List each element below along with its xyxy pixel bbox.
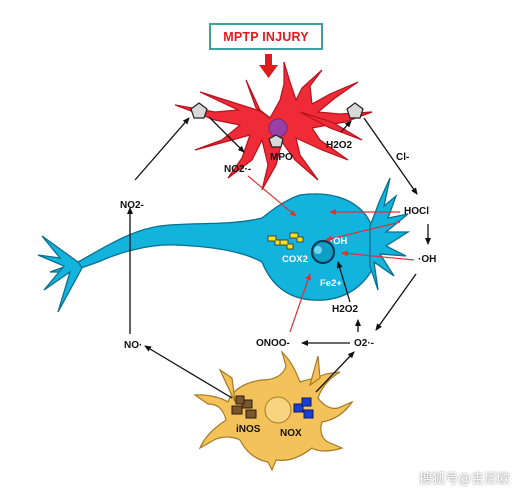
label-mpo: MPO [270,152,293,163]
mpo-enzyme-icon [268,134,284,148]
black-arrows [127,116,431,399]
label-onoo: ONOO- [256,338,290,349]
label-oh-right: ·OH [418,254,436,265]
label-h2o2-bottom: H2O2 [332,304,359,315]
label-inos: iNOS [236,424,261,435]
label-chloride: Cl- [396,152,409,163]
label-fe2: Fe2+ [320,278,342,289]
mptp-injury-title: MPTP INJURY [209,23,323,50]
label-no2-radical: NO2·- [224,164,251,175]
label-superoxide: O2·- [354,338,374,349]
cox2-icon [267,232,304,250]
label-no: NO· [124,340,142,351]
astrocyte-nucleus [264,396,292,424]
red-arrows [247,175,415,333]
label-no2-minus: NO2- [120,200,144,211]
inos-icon [231,395,257,419]
pentagon-node-right [346,102,364,119]
label-hocl: HOCl [404,206,429,217]
label-h2o2-top: H2O2 [326,140,353,151]
neuron-cell [37,177,411,313]
nox-icon [293,397,314,419]
injury-down-arrow [259,54,278,78]
label-cox2: COX2 [282,254,308,265]
nucleolus [314,246,322,254]
mpo-granule [268,118,288,138]
label-nox: NOX [280,428,302,439]
label-oh-center: ·OH [330,236,348,247]
watermark: 搜狐号@吉尼欧 [418,472,510,487]
pentagon-node-left [190,102,208,119]
